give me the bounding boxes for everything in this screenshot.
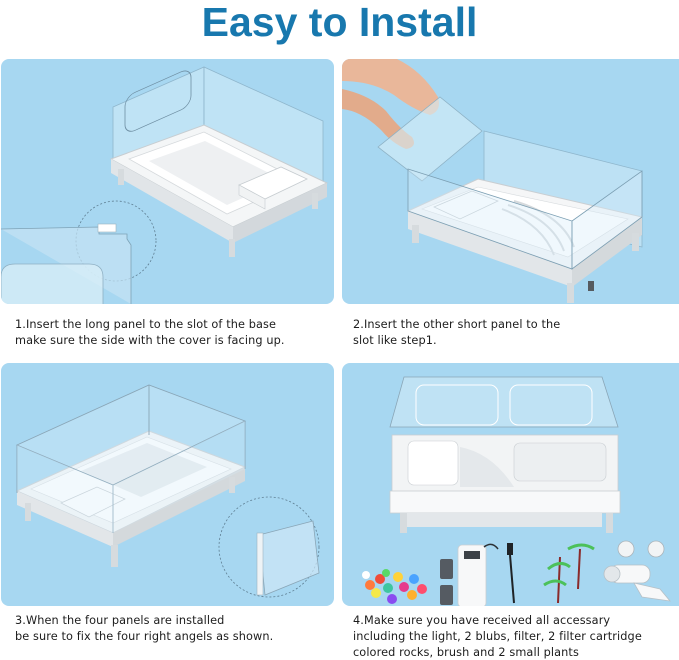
filter-icon [457, 543, 499, 606]
hands-inserting-panel-icon [342, 59, 644, 303]
colored-rocks-icon [362, 569, 427, 604]
step-4-line-1: 4.Make sure you have received all access… [353, 614, 611, 627]
plant-icon [543, 543, 595, 604]
step-3-line-1: 3.When the four panels are installed [15, 614, 225, 627]
step-4-illustration [342, 363, 679, 606]
tank-base-long-panel-icon [1, 66, 329, 304]
step-4-line-3: colored rocks, brush and 2 small plants [353, 646, 579, 659]
step-3-line-2: be sure to fix the four right angels as … [15, 630, 274, 643]
step-2-illustration [342, 59, 679, 304]
assembled-panels-icon [15, 384, 320, 598]
step-1-line-1: 1.Insert the long panel to the slot of t… [15, 318, 277, 331]
step-3-caption: 3.When the four panels are installed be … [15, 613, 273, 645]
page-title: Easy to Install [201, 0, 478, 45]
clamp-lamp-icon [603, 564, 671, 602]
step-2-line-1: 2.Insert the other short panel to the [353, 318, 561, 331]
step-3-illustration [1, 363, 334, 606]
step-4-line-2: including the light, 2 blubs, filter, 2 … [353, 630, 642, 643]
step-2-caption: 2.Insert the other short panel to the sl… [353, 317, 560, 349]
brush-icon [507, 543, 515, 604]
step-1-caption: 1.Insert the long panel to the slot of t… [15, 317, 285, 349]
filter-cartridge-icon [440, 559, 453, 605]
step-4-caption: 4.Make sure you have received all access… [353, 613, 642, 660]
step-1-illustration [1, 59, 334, 304]
assembled-tank-icon [362, 376, 671, 606]
step-2-line-2: slot like step1. [353, 334, 437, 347]
step-1-line-2: make sure the side with the cover is fac… [15, 334, 285, 347]
bulb-icon [617, 540, 665, 558]
